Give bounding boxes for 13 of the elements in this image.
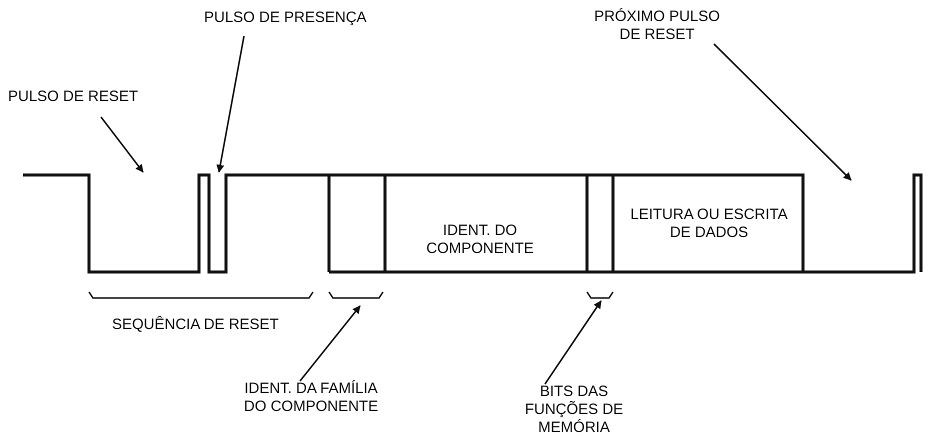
callout-text: PRÓXIMO PULSO DE RESET (590, 8, 724, 44)
leader-arrow (544, 300, 602, 384)
leader-arrow (100, 116, 144, 173)
leader-arrow (216, 36, 245, 173)
segment-label: IDENT. DO COMPONENTE (425, 222, 535, 258)
segment-label: LEITURA OU ESCRITA DE DADOS (629, 206, 789, 242)
callout-text: PULSO DE RESET (8, 88, 168, 118)
callout-text: BITS DAS FUNÇÕES DE MEMÓRIA (510, 383, 638, 436)
bracket-label: SEQUÊNCIA DE RESET (112, 316, 280, 334)
leader-arrow (713, 43, 852, 181)
callout-text: IDENT. DA FAMÍLIA DO COMPONENTE (236, 380, 386, 416)
callout-text: PULSO DE PRESENÇA (204, 9, 384, 35)
leader-arrow (299, 305, 361, 382)
